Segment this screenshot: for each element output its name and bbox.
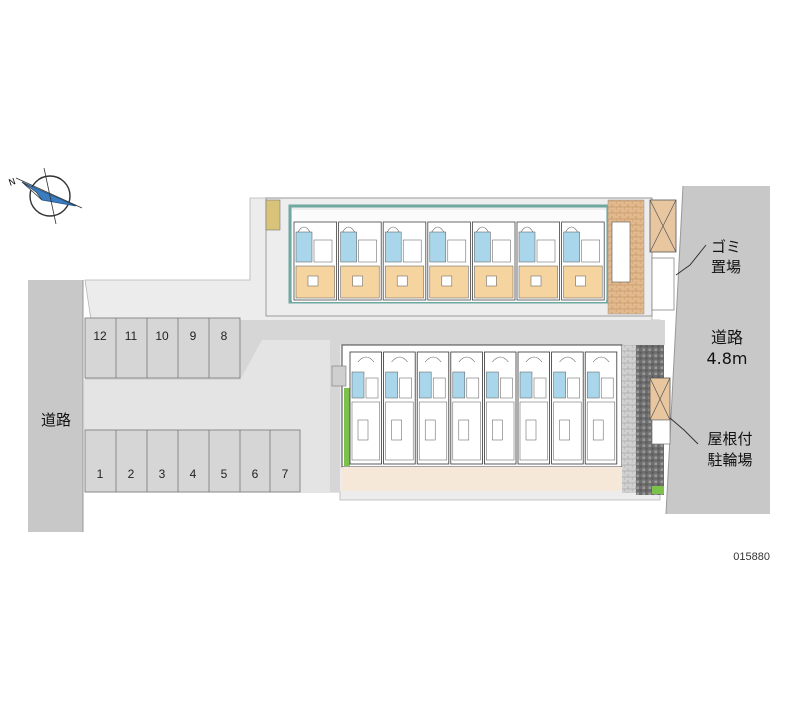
- parking-slot-5: 5: [221, 467, 228, 481]
- bottom-units: [349, 351, 618, 465]
- bottom-unit: [450, 351, 483, 465]
- bike-label-line1: 屋根付: [707, 430, 752, 448]
- top-unit: [427, 221, 471, 301]
- compass-north-icon: N: [8, 167, 83, 225]
- bottom-unit: [383, 351, 416, 465]
- parking-slot-12: 12: [93, 329, 107, 343]
- parking-row-top: 12 11 10 9 8: [84, 317, 241, 379]
- reference-code: 015880: [733, 551, 770, 563]
- left-road: [28, 280, 84, 532]
- bottom-unit: [517, 351, 551, 465]
- bike-label-line2: 駐輪場: [707, 451, 752, 469]
- top-unit: [516, 221, 560, 301]
- parking-slot-7: 7: [282, 467, 289, 481]
- bottom-unit: [416, 351, 450, 465]
- parking-slot-6: 6: [252, 467, 259, 481]
- top-unit: [561, 221, 605, 301]
- bottom-building: [331, 344, 664, 495]
- top-unit: [382, 221, 427, 301]
- parking-slot-11: 11: [125, 329, 138, 343]
- left-road-label: 道路: [41, 411, 71, 429]
- right-road-label: 道路: [711, 328, 743, 347]
- parking-slot-1: 1: [97, 467, 104, 481]
- top-building: [265, 197, 653, 317]
- bottom-unit: [483, 351, 517, 465]
- parking-row-bottom: 1 2 3 4 5 6 7: [84, 429, 301, 493]
- top-unit: [293, 221, 337, 301]
- top-unit: [471, 221, 516, 301]
- top-unit: [338, 221, 382, 301]
- bottom-unit: [349, 351, 383, 465]
- parking-slot-3: 3: [159, 467, 166, 481]
- svg-text:N: N: [8, 177, 18, 189]
- parking-slot-4: 4: [190, 467, 197, 481]
- parking-slot-2: 2: [128, 467, 135, 481]
- right-road-width: 4.8m: [706, 349, 747, 368]
- parking-slot-9: 9: [190, 329, 197, 343]
- bicycle-parking: [649, 377, 699, 445]
- garbage-label-line2: 置場: [711, 258, 741, 276]
- parking-slot-8: 8: [221, 329, 228, 343]
- garbage-label-line1: ゴミ: [711, 238, 741, 256]
- bottom-unit: [551, 351, 584, 465]
- parking-slot-10: 10: [155, 329, 169, 343]
- top-units: [293, 221, 605, 301]
- right-road: [665, 185, 770, 515]
- bottom-unit: [584, 351, 618, 465]
- garbage-storage: [649, 199, 707, 311]
